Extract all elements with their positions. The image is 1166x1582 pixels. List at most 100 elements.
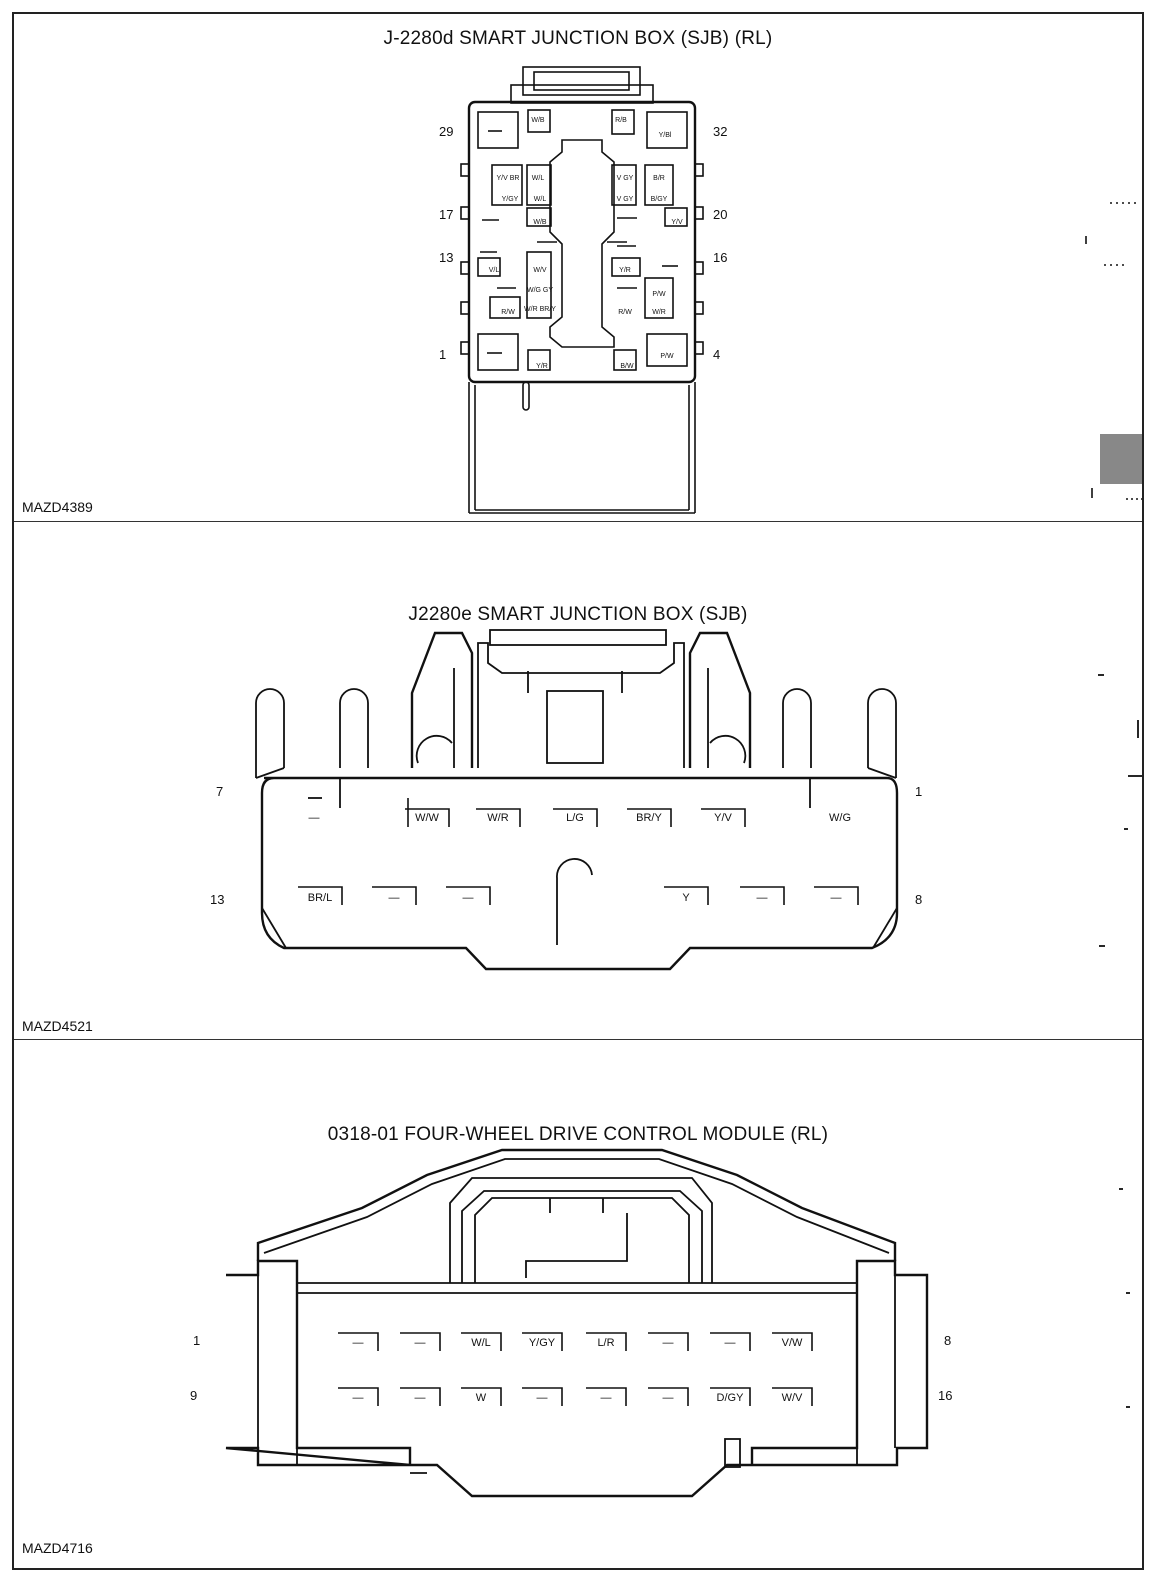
figure-code: MAZD4521 [22,1018,93,1034]
cavity-label: Y/GY [502,196,519,203]
cavity-outline [710,1387,751,1406]
pin-label: 1 [439,347,446,362]
pin-label: 13 [210,892,224,907]
pin-label: 8 [915,892,922,907]
cavity-label: BR/L [308,892,332,904]
cavity-label: B/GY [651,196,668,203]
cavity-label: — [309,812,320,824]
panel-j2280e: J2280e SMART JUNCTION BOX (SJB) MAZD4521 [14,521,1142,1039]
cavity-label: V/W [782,1337,803,1349]
cavity-outline [298,886,343,905]
cavity-outline [400,1332,441,1351]
cavity-label: P/W [660,353,674,360]
cavity-outline [710,1332,751,1351]
cavity-label: Y/V [671,219,683,226]
cavity-outline [814,886,859,905]
cavity-label: W/R BR/Y [524,306,556,313]
panel-title: 0318-01 FOUR-WHEEL DRIVE CONTROL MODULE … [327,1124,829,1145]
panel-0318-01: 0318-01 FOUR-WHEEL DRIVE CONTROL MODULE … [14,1039,1142,1568]
cavity-outline [648,1387,689,1406]
cavity-label: L/G [566,812,584,824]
cavity-label: L/R [597,1337,614,1349]
cavity-outline [372,886,417,905]
cavity-label: — [463,892,474,904]
cavity-outline [553,808,598,827]
diagram-frame: J-2280d SMART JUNCTION BOX (SJB) (RL) MA… [12,12,1144,1570]
cavity-label: BR/Y [636,812,662,824]
cavity-label: Y/V BR [497,175,520,182]
cavity-label: B/R [653,175,665,182]
cavity-label: W/B [531,117,545,124]
cavity-label: D/GY [717,1392,745,1404]
panel-title: J2280e SMART JUNCTION BOX (SJB) [408,604,748,625]
cavity-outline [461,1387,502,1406]
cavity-label: V GY [617,196,634,203]
pin-label: 4 [713,347,720,362]
panel-title: J-2280d SMART JUNCTION BOX (SJB) (RL) [383,28,773,49]
cavity-label: W/V [533,267,547,274]
cavity-label: W/L [471,1337,491,1349]
pin-label: 32 [713,124,727,139]
pin-label: 16 [713,250,727,265]
panel-j2280d: J-2280d SMART JUNCTION BOX (SJB) (RL) MA… [14,14,1142,521]
pin-label: 8 [944,1333,951,1348]
figure-code: MAZD4389 [22,499,93,515]
cavity-label: B/W [620,363,634,370]
cavity-label: R/W [618,309,632,316]
cavity-outline [627,808,672,827]
figure-code: MAZD4716 [22,1540,93,1556]
cavity-label: W/V [782,1392,803,1404]
cavity-label: — [389,892,400,904]
cavity-label: — [537,1392,548,1404]
cavity-label: V/L [489,267,500,274]
cavity-label: W/L [534,196,547,203]
cavity-outline [400,1387,441,1406]
cavity-outline [522,1387,563,1406]
cavity-label: W/W [415,812,439,824]
cavity-label: W [476,1392,487,1404]
cavity-outline [461,1332,502,1351]
cavity-label: — [663,1337,674,1349]
cavity-label: Y [682,892,690,904]
cavity-label: Y/Bl [659,132,672,139]
cavity-label: W/G [829,812,851,824]
cavity-label: — [601,1392,612,1404]
cavity-outline [664,886,709,905]
pin-label: 13 [439,250,453,265]
cavity-outline [701,808,746,827]
cavity-label: — [831,892,842,904]
cavity-label: W/B [533,219,547,226]
cavity-outline [476,808,521,827]
cavity-label: R/W [501,309,515,316]
pin-label: 7 [216,784,223,799]
cavity-outline [338,1332,379,1351]
gray-patch [1100,434,1142,484]
cavity-label: — [757,892,768,904]
cavity-outline [772,1387,813,1406]
pin-label: 9 [190,1388,197,1403]
cavity-label: W/R [487,812,508,824]
cavity-outline [740,886,785,905]
pin-label: 1 [193,1333,200,1348]
cavity-label: — [353,1337,364,1349]
cavity-label: W/L [532,175,545,182]
pin-label: 16 [938,1388,952,1403]
cavity-outline [405,808,450,827]
cavity-outline [338,1387,379,1406]
cavity-label: P/W [652,291,666,298]
cavity-label: — [725,1337,736,1349]
cavity-outline [446,886,491,905]
pin-label: 29 [439,124,453,139]
cavity-label: Y/GY [529,1337,556,1349]
cavity-outline [772,1332,813,1351]
pin-label: 20 [713,207,727,222]
cavity-outline [586,1332,627,1351]
cavity-label: R/B [615,117,627,124]
pin-label: 1 [915,784,922,799]
cavity-label: V GY [617,175,634,182]
cavity-label: — [663,1392,674,1404]
cavity-label: W/G GY [527,287,553,294]
cavity-label: — [415,1337,426,1349]
cavity-label: — [353,1392,364,1404]
